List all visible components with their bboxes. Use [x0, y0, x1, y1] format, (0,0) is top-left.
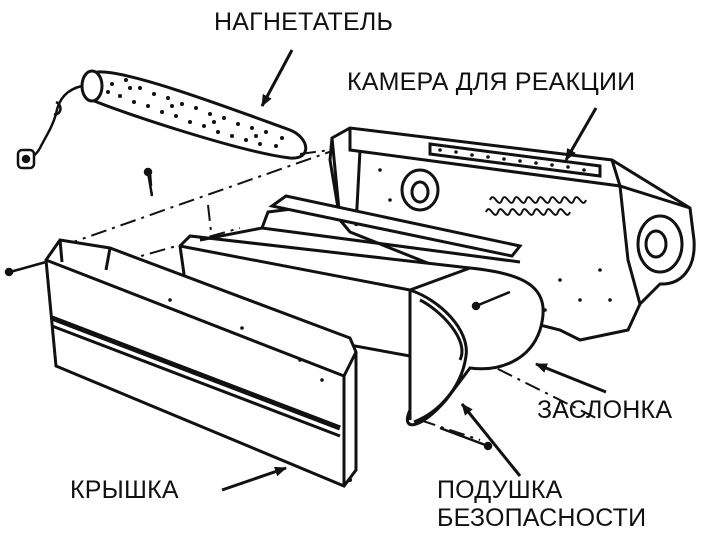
reaction-chamber-springs	[485, 196, 587, 216]
label-flap: ЗАСЛОНКА	[537, 396, 673, 424]
blower-wire-connector	[16, 84, 83, 170]
reaction-chamber-stipple	[378, 148, 612, 312]
arrow-blower	[260, 49, 294, 107]
arrow-cover	[221, 466, 287, 492]
arrow-flap	[535, 362, 607, 394]
screws	[4, 167, 511, 451]
reaction-chamber-housing	[328, 126, 696, 342]
arrow-airbag	[460, 403, 522, 477]
label-airbag: ПОДУШКА БЕЗОПАСНОСТИ	[437, 476, 646, 532]
blower-perforations	[106, 78, 284, 148]
label-cover: КРЫШКА	[70, 476, 179, 504]
arrow-reaction-chamber	[564, 107, 598, 161]
label-reaction-chamber: КАМЕРА ДЛЯ РЕАКЦИИ	[347, 68, 636, 96]
flap-panel	[268, 194, 523, 258]
label-airbag-line2: БЕЗОПАСНОСТИ	[437, 504, 647, 532]
blower-cylinder	[80, 69, 308, 160]
label-blower: НАГНЕТАТЕЛЬ	[214, 8, 394, 36]
airbag-module	[178, 206, 545, 427]
label-airbag-line1: ПОДУШКА	[437, 476, 563, 504]
cover-panel	[44, 238, 358, 488]
cover-stipple	[168, 298, 352, 482]
leader-arrows	[221, 49, 607, 492]
